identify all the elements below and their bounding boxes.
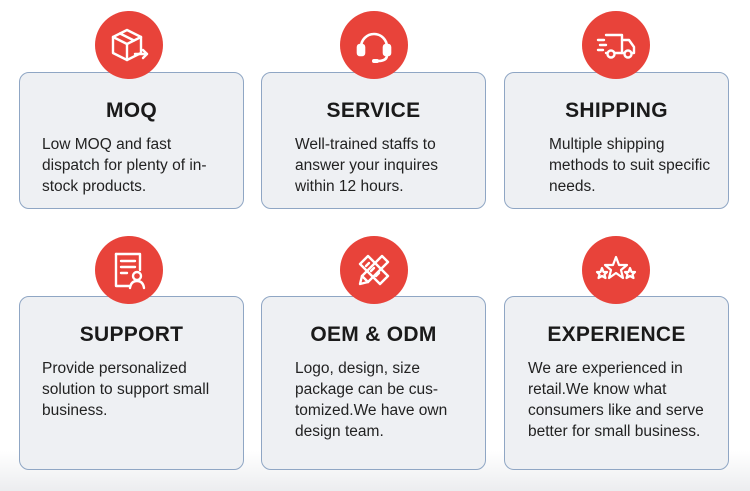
card-text: Multiple shipping methods to suit specif… bbox=[549, 136, 711, 195]
card-title: EXPERIENCE bbox=[547, 323, 686, 346]
document-person-icon bbox=[95, 236, 163, 304]
card-title: SUPPORT bbox=[79, 323, 184, 346]
headset-icon bbox=[340, 11, 408, 79]
card-title: SERVICE bbox=[326, 99, 421, 122]
card-shipping: SHIPPING Multiple shipping methods to su… bbox=[504, 72, 729, 209]
card-text: Well-trained staffs to answer your inqui… bbox=[295, 136, 439, 195]
card-text: We are experienced in retail.We know wha… bbox=[528, 360, 704, 440]
card-text: Provide personalized solution to support… bbox=[42, 360, 210, 419]
card-support: SUPPORT Provide personalized solution to… bbox=[19, 296, 244, 470]
stars-icon bbox=[582, 236, 650, 304]
truck-icon bbox=[582, 11, 650, 79]
box-arrow-icon bbox=[95, 11, 163, 79]
pencil-ruler-icon bbox=[340, 236, 408, 304]
card-oem-odm: OEM & ODM Logo, design, size package can… bbox=[261, 296, 486, 470]
card-text: Logo, design, size package can be cus-to… bbox=[295, 360, 448, 440]
card-text: Low MOQ and fast dispatch for plenty of … bbox=[42, 136, 207, 195]
card-experience: EXPERIENCE We are experienced in retail.… bbox=[504, 296, 729, 470]
card-service: SERVICE Well-trained staffs to answer yo… bbox=[261, 72, 486, 209]
card-title: SHIPPING bbox=[565, 99, 668, 122]
card-title: MOQ bbox=[105, 99, 158, 122]
card-title: OEM & ODM bbox=[310, 323, 437, 346]
card-moq: MOQ Low MOQ and fast dispatch for plenty… bbox=[19, 72, 244, 209]
